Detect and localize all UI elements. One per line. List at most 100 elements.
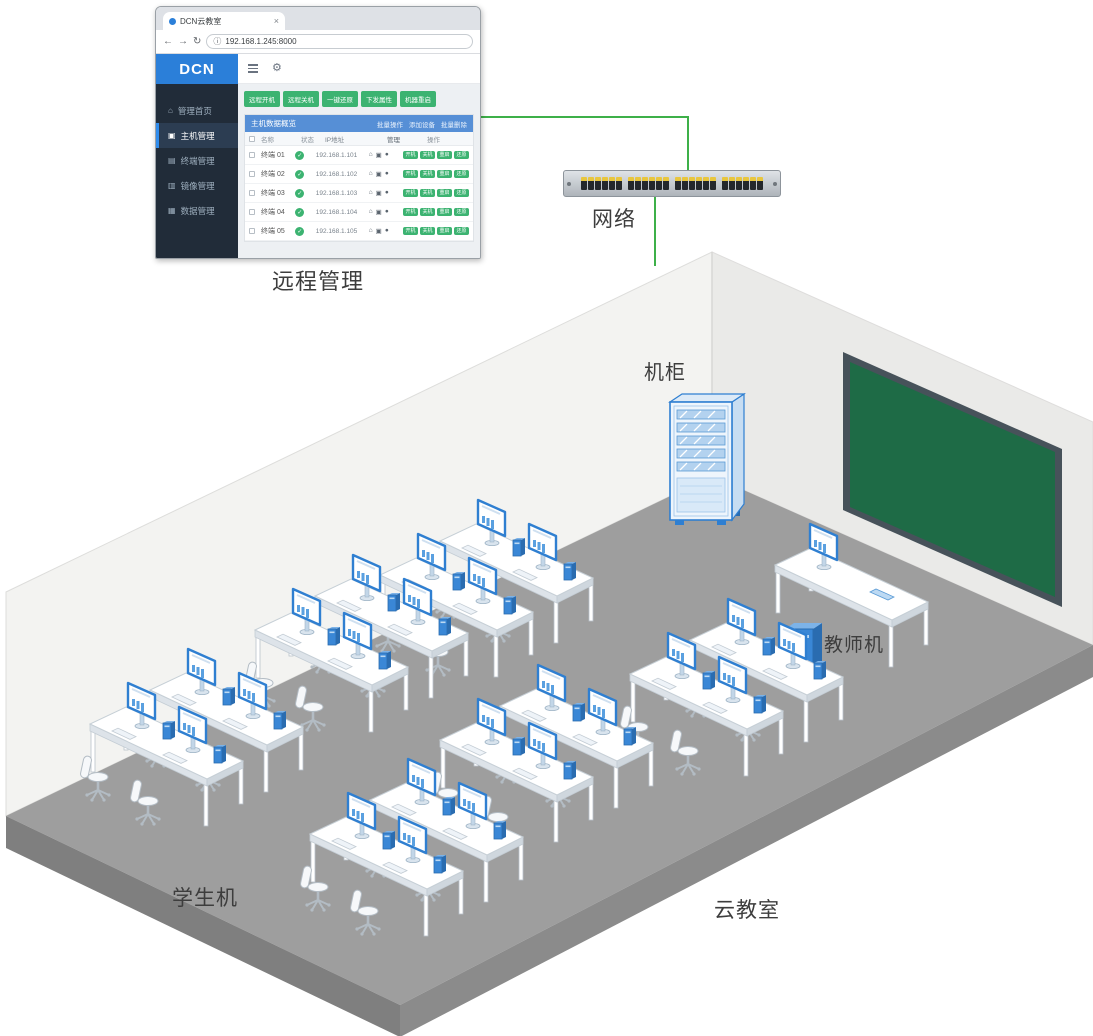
- reload-icon[interactable]: ↻: [193, 35, 202, 47]
- home-icon[interactable]: ⌂: [368, 151, 373, 158]
- screen-icon[interactable]: ▣: [375, 190, 382, 197]
- rj45-port: [635, 177, 641, 190]
- online-status-icon: ✓: [295, 226, 305, 236]
- sidebar-item-data[interactable]: ▦ 数据管理: [156, 198, 238, 223]
- row-checkbox[interactable]: [249, 228, 255, 234]
- host-panel: 主机数据概览 批量操作 添加设备 批量删除 名称 状态 IP地址: [244, 114, 474, 242]
- action-badge[interactable]: 还原: [453, 208, 469, 216]
- screen-icon[interactable]: ▣: [375, 228, 382, 235]
- table-row[interactable]: 终端 03✓192.168.1.103⌂▣●开机关机重启还原: [245, 184, 473, 203]
- home-icon[interactable]: ⌂: [368, 189, 373, 196]
- home-icon[interactable]: ⌂: [368, 208, 373, 215]
- row-checkbox[interactable]: [249, 209, 255, 215]
- status-cell: ✓: [295, 150, 316, 160]
- action-badge[interactable]: 重启: [436, 208, 452, 216]
- rj45-port: [710, 177, 716, 190]
- lock-icon[interactable]: ●: [384, 151, 389, 158]
- action-badge[interactable]: 还原: [453, 189, 469, 197]
- row-action-icons[interactable]: ⌂▣●: [369, 151, 403, 159]
- restore-button[interactable]: 一键还原: [322, 91, 358, 107]
- batch-delete-link[interactable]: 批量删除: [441, 121, 467, 129]
- action-badge[interactable]: 重启: [436, 151, 452, 159]
- column-header: IP地址: [325, 136, 345, 144]
- sidebar-item-label: 主机管理: [180, 130, 215, 141]
- action-badge[interactable]: 关机: [419, 189, 435, 197]
- action-badge[interactable]: 开机: [402, 208, 418, 216]
- lock-icon[interactable]: ●: [384, 170, 389, 177]
- lock-icon[interactable]: ●: [384, 227, 389, 234]
- tab-close-icon[interactable]: ×: [273, 16, 279, 26]
- action-badge[interactable]: 关机: [419, 208, 435, 216]
- action-badge[interactable]: 开机: [402, 227, 418, 235]
- url-text: 192.168.1.245:8000: [225, 37, 297, 46]
- action-badge[interactable]: 开机: [402, 189, 418, 197]
- row-badges: 开机关机重启还原: [402, 227, 469, 235]
- screen-icon[interactable]: ▣: [375, 171, 382, 178]
- page-info-icon[interactable]: ⓘ: [213, 37, 222, 46]
- table-row[interactable]: 终端 04✓192.168.1.104⌂▣●开机关机重启还原: [245, 203, 473, 222]
- sidebar-item-label: 终端管理: [180, 155, 215, 166]
- back-icon[interactable]: ←: [163, 35, 173, 47]
- row-checkbox[interactable]: [249, 190, 255, 196]
- action-badge[interactable]: 关机: [419, 227, 435, 235]
- panel-links: 批量操作 添加设备 批量删除: [377, 119, 467, 129]
- row-badges: 开机关机重启还原: [402, 170, 469, 178]
- teacher-tablet: [869, 588, 895, 601]
- sidebar-item-home[interactable]: ⌂ 管理首页: [156, 98, 238, 123]
- action-badge[interactable]: 重启: [436, 189, 452, 197]
- action-badge[interactable]: 还原: [453, 227, 469, 235]
- table-row[interactable]: 终端 05✓192.168.1.105⌂▣●开机关机重启还原: [245, 222, 473, 241]
- address-bar[interactable]: ⓘ 192.168.1.245:8000: [206, 34, 473, 49]
- action-badge[interactable]: 开机: [402, 170, 418, 178]
- row-checkbox[interactable]: [249, 152, 255, 158]
- add-device-link[interactable]: 添加设备: [409, 121, 435, 129]
- sidebar-item-image[interactable]: ▥ 镜像管理: [156, 173, 238, 198]
- table-row[interactable]: 终端 02✓192.168.1.102⌂▣●开机关机重启还原: [245, 165, 473, 184]
- row-action-icons[interactable]: ⌂▣●: [369, 227, 403, 235]
- host-ip: 192.168.1.103: [315, 189, 358, 197]
- action-badge[interactable]: 关机: [419, 151, 435, 159]
- forward-icon[interactable]: →: [178, 35, 188, 47]
- reboot-button[interactable]: 机器重启: [400, 91, 436, 107]
- home-icon[interactable]: ⌂: [368, 227, 373, 234]
- host-table-body: 终端 01✓192.168.1.101⌂▣●开机关机重启还原终端 02✓192.…: [245, 146, 473, 241]
- push-settings-button[interactable]: 下发属性: [361, 91, 397, 107]
- action-badge[interactable]: 关机: [419, 170, 435, 178]
- table-row[interactable]: 终端 01✓192.168.1.101⌂▣●开机关机重启还原: [245, 146, 473, 165]
- row-action-icons[interactable]: ⌂▣●: [369, 189, 403, 197]
- column-header: 管理: [387, 136, 400, 144]
- power-off-button[interactable]: 远程关机: [283, 91, 319, 107]
- batch-ops-link[interactable]: 批量操作: [377, 121, 403, 129]
- lock-icon[interactable]: ●: [384, 189, 389, 196]
- row-action-icons[interactable]: ⌂▣●: [369, 170, 403, 178]
- action-badge[interactable]: 重启: [436, 227, 452, 235]
- rj45-port: [703, 177, 709, 190]
- sidebar-item-host-management[interactable]: ▣ 主机管理: [156, 123, 238, 148]
- menu-icon[interactable]: [248, 64, 258, 73]
- row-checkbox[interactable]: [249, 171, 255, 177]
- column-header: 操作: [427, 136, 440, 144]
- action-badge[interactable]: 重启: [436, 170, 452, 178]
- screen-icon[interactable]: ▣: [375, 209, 382, 216]
- power-on-button[interactable]: 远程开机: [244, 91, 280, 107]
- host-ip: 192.168.1.102: [315, 170, 358, 178]
- action-badge[interactable]: 开机: [402, 151, 418, 159]
- rj45-port: [689, 177, 695, 190]
- browser-tab[interactable]: DCN云教室 ×: [163, 12, 285, 30]
- action-badge[interactable]: 还原: [453, 151, 469, 159]
- host-name: 终端 02: [261, 171, 285, 178]
- home-icon[interactable]: ⌂: [368, 170, 373, 177]
- sidebar-item-terminal[interactable]: ▤ 终端管理: [156, 148, 238, 173]
- online-status-icon: ✓: [295, 150, 305, 160]
- action-badge[interactable]: 还原: [453, 170, 469, 178]
- browser-tab-bar: DCN云教室 ×: [156, 7, 480, 30]
- rj45-port: [656, 177, 662, 190]
- label-student-machine: 学生机: [172, 887, 238, 910]
- screen-icon[interactable]: ▣: [375, 152, 382, 159]
- settings-gear-icon[interactable]: ⚙: [272, 62, 282, 74]
- row-action-icons[interactable]: ⌂▣●: [369, 208, 403, 216]
- select-all-checkbox[interactable]: [249, 135, 255, 142]
- lock-icon[interactable]: ●: [384, 208, 389, 215]
- label-cabinet: 机柜: [644, 362, 686, 384]
- app-topbar: ⚙: [238, 54, 480, 84]
